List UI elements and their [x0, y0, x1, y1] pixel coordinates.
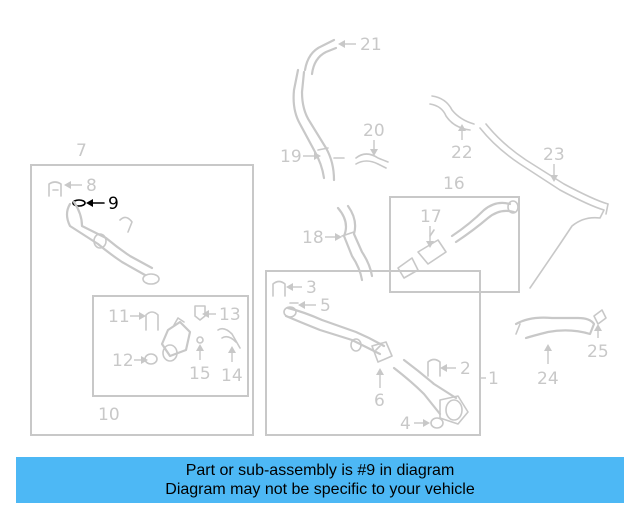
- part-8-clamp: [48, 181, 62, 197]
- callout-5: 5: [320, 296, 331, 316]
- callout-14: 14: [221, 366, 243, 386]
- arrow-9-head: [86, 199, 93, 207]
- group-box-1: [265, 270, 481, 436]
- callout-12: 12: [112, 351, 134, 371]
- callout-7: 7: [76, 141, 87, 161]
- callout-25: 25: [587, 342, 609, 362]
- part-22-hose: [429, 95, 475, 131]
- part-20-hose: [355, 153, 389, 169]
- part-1-hose-assembly: [283, 306, 469, 425]
- banner-line-part: Part or sub-assembly is #9 in diagram: [185, 462, 455, 479]
- part-4-oring: [430, 417, 444, 429]
- callout-1: 1: [488, 369, 499, 389]
- callout-8: 8: [86, 176, 97, 196]
- part-2-clamp: [427, 358, 441, 377]
- part-23-pipe: [479, 123, 609, 289]
- callout-3: 3: [306, 278, 317, 298]
- part-7-hose: [65, 200, 160, 285]
- callout-21: 21: [360, 35, 382, 55]
- callout-23: 23: [543, 145, 565, 165]
- group-box-7: [30, 164, 254, 436]
- callout-24: 24: [537, 369, 559, 389]
- callout-4: 4: [400, 414, 411, 434]
- part-9-oring[interactable]: [72, 199, 86, 207]
- callout-17: 17: [420, 207, 442, 227]
- part-18-hose: [336, 204, 374, 282]
- callout-6: 6: [374, 391, 385, 411]
- callout-20: 20: [363, 121, 385, 141]
- part-16-hose: [450, 200, 519, 244]
- callout-10: 10: [98, 405, 120, 425]
- part-11-clamp: [145, 311, 159, 331]
- info-banner: Part or sub-assembly is #9 in diagram Di…: [16, 457, 624, 503]
- group-box-16: [389, 196, 520, 293]
- callout-16: 16: [443, 174, 465, 194]
- group-box-10: [92, 295, 249, 397]
- part-25-connector: [593, 309, 607, 325]
- part-10-connector: [160, 317, 192, 362]
- part-12-oring: [144, 353, 158, 365]
- callout-15: 15: [189, 364, 211, 384]
- part-24-pipe: [514, 316, 596, 340]
- part-3-clamp: [272, 280, 286, 297]
- part-21-hose: [303, 38, 338, 76]
- banner-line-disclaimer: Diagram may not be specific to your vehi…: [165, 481, 475, 498]
- callout-2: 2: [460, 359, 471, 379]
- callout-22: 22: [451, 143, 473, 163]
- callout-9[interactable]: 9: [108, 194, 119, 214]
- callout-11: 11: [108, 307, 130, 327]
- callout-13: 13: [219, 305, 241, 325]
- callout-18: 18: [302, 228, 324, 248]
- part-13-fitting: [194, 305, 206, 321]
- part-14-hose: [217, 327, 241, 349]
- part-6-tee: [371, 341, 393, 363]
- part-15-clip: [196, 336, 204, 344]
- part-19-pipe: [292, 68, 345, 182]
- callout-19: 19: [280, 147, 302, 167]
